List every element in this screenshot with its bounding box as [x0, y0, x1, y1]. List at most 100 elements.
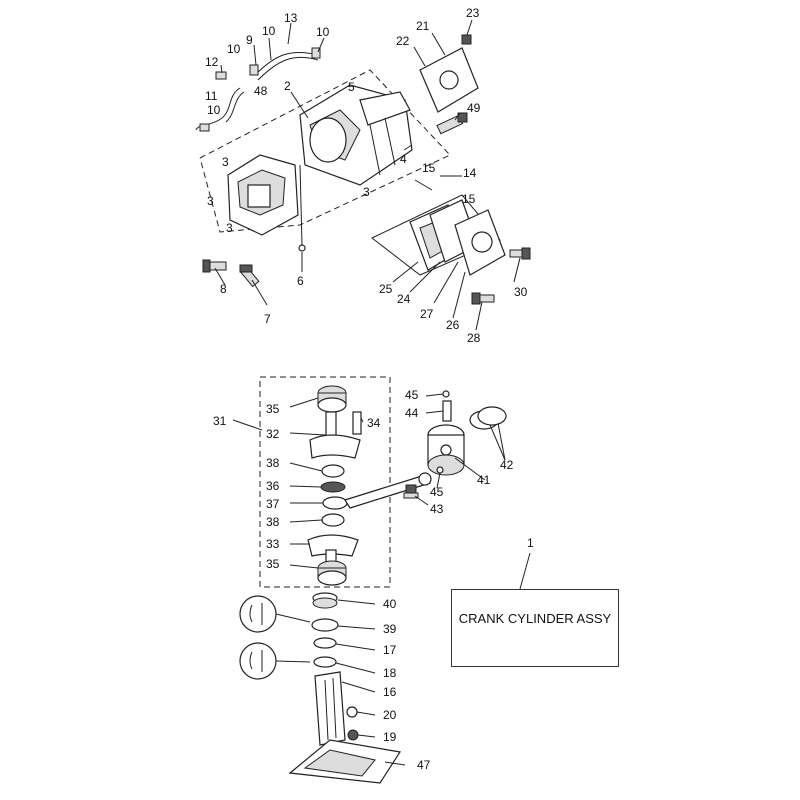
hose-13-edge	[257, 56, 319, 81]
hose-13	[254, 51, 319, 76]
piston-pin-44	[442, 400, 452, 422]
part-number-38: 38	[266, 515, 280, 529]
part-number-20: 20	[383, 708, 397, 722]
crankcase-3	[227, 154, 299, 236]
part-number-33: 33	[266, 537, 280, 551]
piston-41	[427, 424, 465, 476]
cylinder-block-2	[299, 84, 413, 186]
part-number-3: 3	[222, 155, 229, 169]
crankshaft-group-outline	[259, 376, 391, 588]
connecting-rod-37	[322, 472, 432, 510]
part-number-34: 34	[367, 416, 381, 430]
part-number-26: 26	[446, 318, 460, 332]
part-number-10: 10	[262, 24, 276, 38]
part-number-32: 32	[266, 427, 280, 441]
hose-11-edge	[225, 91, 245, 123]
clip-10a	[249, 64, 259, 76]
detail-circle-upper	[239, 595, 311, 633]
part-number-24: 24	[397, 292, 411, 306]
part-number-31: 31	[213, 414, 227, 428]
bolt-28	[471, 292, 495, 305]
part-number-18: 18	[383, 666, 397, 680]
part-number-47: 47	[417, 758, 431, 772]
part-number-9: 9	[246, 33, 253, 47]
part-number-49: 49	[467, 101, 481, 115]
piston-rings-42	[469, 406, 507, 430]
part-number-3: 3	[226, 221, 233, 235]
leader-31	[232, 419, 263, 431]
part-number-22: 22	[396, 34, 410, 48]
part-number-23: 23	[466, 6, 480, 20]
fitting-43	[403, 484, 419, 499]
bearing-35-bottom	[317, 560, 347, 586]
seal-18	[313, 656, 337, 668]
part-number-25: 25	[379, 282, 393, 296]
part-number-3: 3	[363, 185, 370, 199]
part-number-10: 10	[207, 103, 221, 117]
part-number-45: 45	[405, 388, 419, 402]
part-number-35: 35	[266, 402, 280, 416]
part-number-2: 2	[284, 79, 291, 93]
part-number-44: 44	[405, 406, 419, 420]
part-number-3: 3	[207, 194, 214, 208]
part-number-15: 15	[462, 192, 476, 206]
part-number-10: 10	[227, 42, 241, 56]
gasket-47	[288, 739, 401, 784]
lower-leader-lines	[289, 393, 531, 766]
part-number-36: 36	[266, 479, 280, 493]
clip-10c	[199, 123, 210, 132]
part-number-48: 48	[254, 84, 268, 98]
part-number-11: 11	[205, 89, 218, 103]
part-number-5: 5	[348, 80, 355, 94]
part-number-45: 45	[430, 485, 444, 499]
upper-leader-lines	[214, 19, 521, 331]
seal-39	[311, 618, 339, 632]
screw-20	[346, 706, 358, 718]
bearing-35-top	[317, 385, 347, 413]
part-number-8: 8	[220, 282, 227, 296]
part-number-42: 42	[500, 458, 514, 472]
pin-6	[298, 244, 306, 252]
needle-bearing-38-lower	[321, 513, 345, 527]
part-number-40: 40	[383, 597, 397, 611]
lower-assembly	[232, 376, 531, 784]
screw-23	[461, 34, 472, 45]
bolt-8	[202, 259, 227, 273]
spark-plug-49	[436, 112, 468, 135]
oil-seal-40	[312, 592, 338, 609]
part-number-7: 7	[264, 312, 271, 326]
part-number-41: 41	[477, 473, 491, 487]
o-ring-17	[313, 637, 337, 649]
part-number-37: 37	[266, 497, 280, 511]
upper-assembly	[195, 19, 531, 331]
part-number-19: 19	[383, 730, 397, 744]
part-number-4: 4	[400, 152, 407, 166]
bolt-30	[509, 247, 531, 260]
part-number-13: 13	[284, 11, 298, 25]
crankshaft-upper-32	[309, 411, 361, 459]
upper-group-outline	[199, 69, 451, 233]
part-number-38: 38	[266, 456, 280, 470]
part-number-17: 17	[383, 643, 397, 657]
housing-16	[314, 671, 346, 746]
assembly-label: CRANK CYLINDER ASSY	[458, 611, 612, 626]
pin-34	[352, 411, 362, 435]
clip-45-bottom	[436, 466, 444, 474]
detail-circle-lower	[239, 642, 311, 680]
part-number-12: 12	[205, 55, 219, 69]
assembly-ref-number: 1	[527, 536, 534, 550]
crankshaft-lower-33	[307, 534, 359, 565]
part-number-21: 21	[416, 19, 430, 33]
needle-bearing-38-upper	[321, 464, 345, 478]
clip-45-top	[442, 390, 450, 398]
part-number-30: 30	[514, 285, 528, 299]
part-number-6: 6	[297, 274, 304, 288]
dowel-line-6	[299, 164, 303, 246]
assembly-label-box: CRANK CYLINDER ASSY	[451, 589, 619, 667]
part-number-14: 14	[463, 166, 477, 180]
cover-22	[419, 47, 479, 113]
bolt-7	[239, 264, 260, 288]
part-number-35: 35	[266, 557, 280, 571]
